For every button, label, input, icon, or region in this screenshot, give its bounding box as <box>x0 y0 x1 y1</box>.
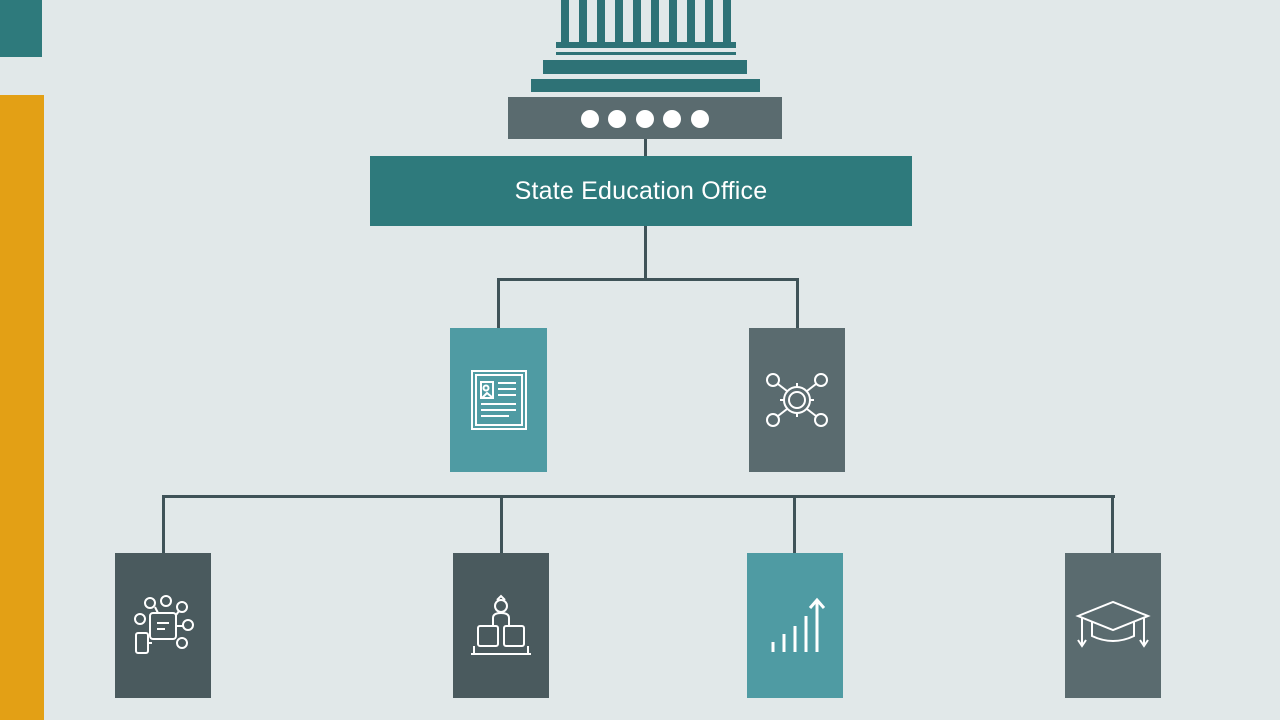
connector <box>644 139 647 157</box>
connector <box>793 495 796 553</box>
connector <box>497 278 799 281</box>
connector <box>500 495 503 553</box>
people-icon <box>471 594 531 655</box>
connector <box>162 495 1115 498</box>
tier2-node-2 <box>749 328 845 472</box>
connector <box>644 226 647 280</box>
left-accent-top <box>0 0 42 57</box>
tier3-node-2 <box>453 553 549 698</box>
building-icon <box>0 0 1280 140</box>
network-gear-icon <box>766 373 828 427</box>
node-title: State Education Office <box>514 176 768 205</box>
left-accent-bar <box>0 95 44 720</box>
tier2-node-1 <box>450 328 547 472</box>
graduation-cap-icon <box>1075 600 1151 648</box>
connector <box>162 495 165 553</box>
tier3-node-1 <box>115 553 211 698</box>
state-education-office-node: State Education Office <box>370 156 912 226</box>
tier3-node-4 <box>1065 553 1161 698</box>
tier3-node-3 <box>747 553 843 698</box>
connector <box>497 278 500 328</box>
document-icon <box>470 370 527 430</box>
growth-chart-icon <box>771 597 825 652</box>
collaboration-icon <box>134 594 194 654</box>
connector <box>1111 495 1114 553</box>
connector <box>796 278 799 328</box>
